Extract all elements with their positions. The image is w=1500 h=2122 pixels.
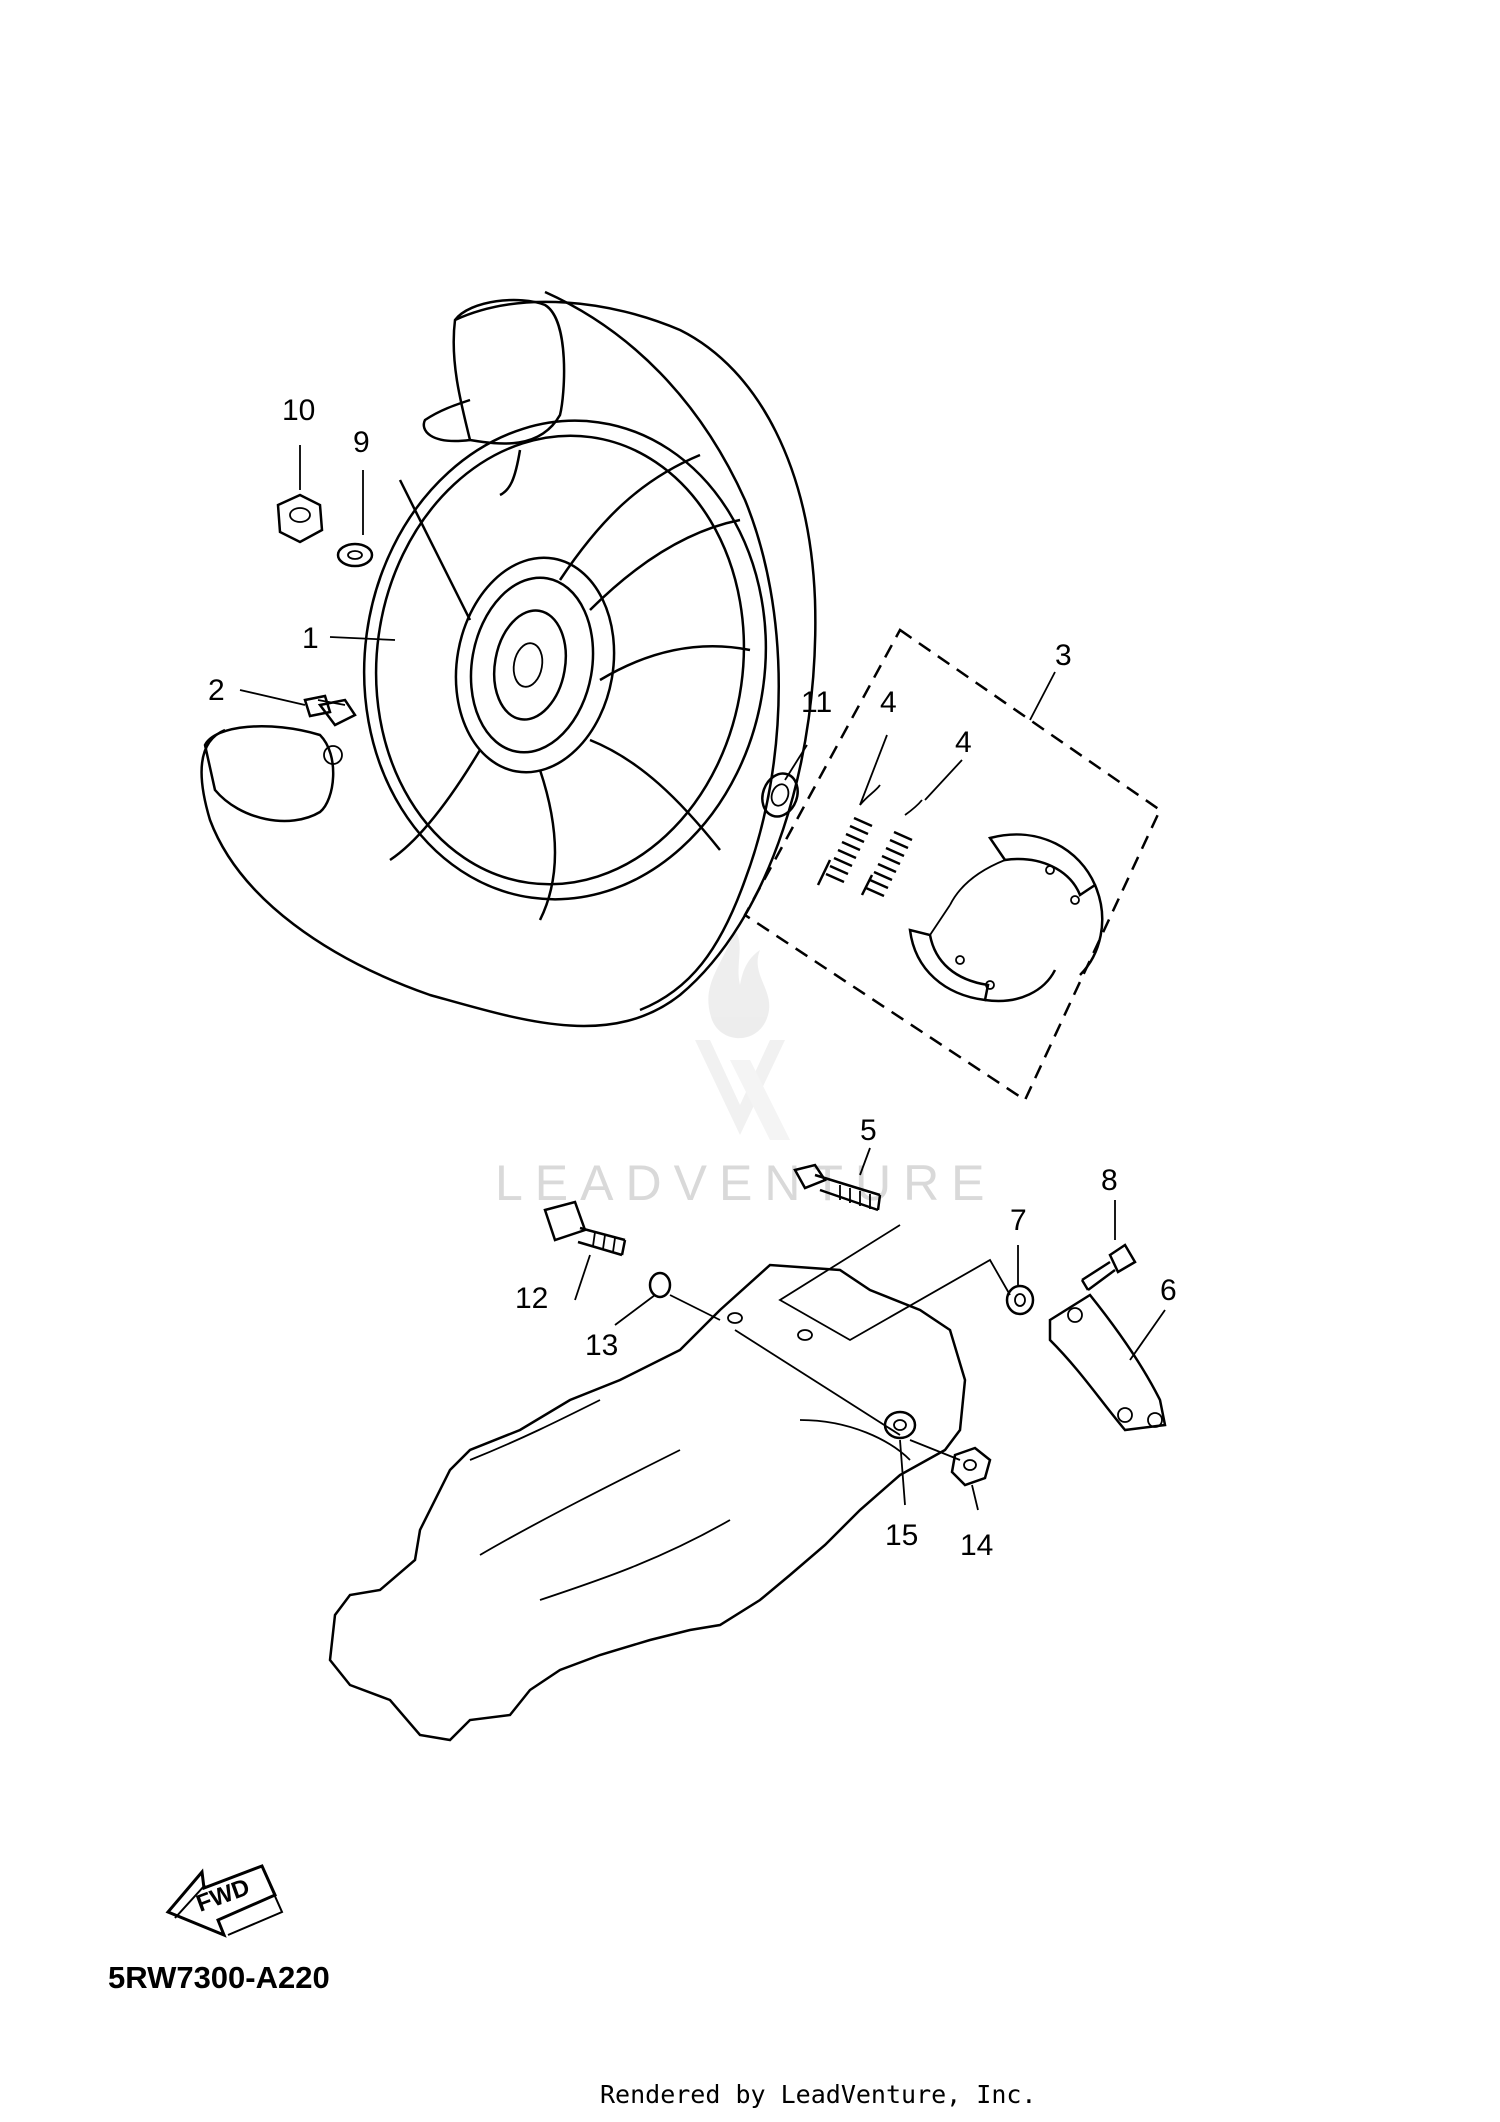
- callout-9: 9: [353, 426, 370, 459]
- callout-4a: 4: [880, 686, 897, 719]
- callout-13: 13: [585, 1329, 618, 1362]
- callout-14: 14: [960, 1529, 993, 1562]
- callout-7: 7: [1010, 1204, 1027, 1237]
- brake-camshaft-part: [793, 1163, 882, 1212]
- bolt-part-12: [543, 1200, 627, 1257]
- callout-10: 10: [282, 394, 315, 427]
- valve-part: [303, 694, 346, 718]
- nut-part-14: [950, 1446, 992, 1487]
- nut-part-10: [276, 493, 324, 544]
- callout-12: 12: [515, 1282, 548, 1315]
- callout-8: 8: [1101, 1164, 1118, 1197]
- callout-1: 1: [302, 622, 319, 655]
- diagram-code: 5RW7300-A220: [108, 1960, 330, 1995]
- watermark-text: LEADVENTURE: [495, 1155, 997, 1211]
- callout-6: 6: [1160, 1274, 1177, 1307]
- render-credit: Rendered by LeadVenture, Inc.: [600, 2080, 1037, 2109]
- washer-part-15: [883, 1410, 917, 1440]
- rear-wheel-drawing: [200, 290, 817, 1028]
- washer-part-9: [336, 542, 374, 568]
- bolt-part-8: [1080, 1243, 1137, 1292]
- callout-11: 11: [801, 686, 832, 719]
- brake-shoe-set-box: [743, 628, 1162, 1102]
- brake-shoes-part: [908, 833, 1104, 1003]
- leader-lines: [239, 445, 1166, 1511]
- callout-2: 2: [208, 674, 225, 707]
- callout-15: 15: [885, 1519, 918, 1552]
- callout-3: 3: [1055, 639, 1072, 672]
- brake-arm-part: [1048, 1293, 1167, 1432]
- o-ring-part-13: [648, 1271, 672, 1299]
- callout-4b: 4: [955, 726, 972, 759]
- fwd-arrow-icon: FWD: [165, 1864, 284, 1938]
- crankcase-cover-drawing: [328, 1263, 967, 1742]
- callout-5: 5: [860, 1114, 877, 1147]
- watermark-logo: [695, 930, 790, 1140]
- spring-part-4b: [860, 799, 923, 898]
- assembly-lines: [669, 1224, 1011, 1461]
- washer-part-11: [761, 772, 799, 818]
- spring-part-4a: [816, 784, 881, 886]
- washer-part-7: [1005, 1284, 1035, 1316]
